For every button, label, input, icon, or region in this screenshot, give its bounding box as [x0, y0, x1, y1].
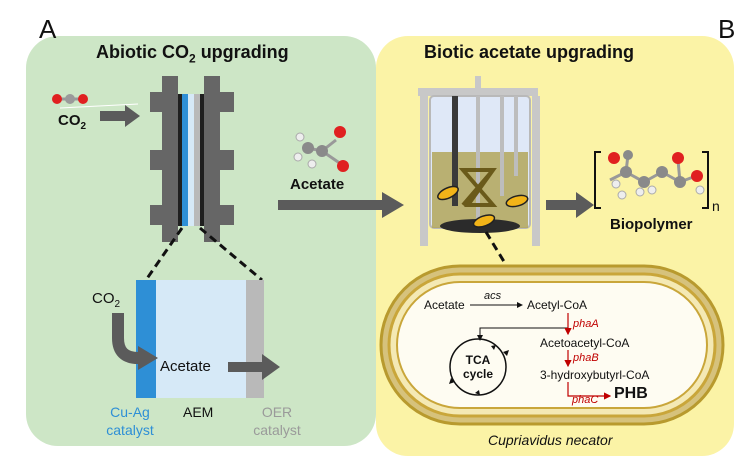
panel-a-letter: A [39, 14, 57, 44]
biopolymer-label: Biopolymer [610, 216, 693, 233]
panel-a-title-prefix: Abiotic CO [96, 42, 189, 62]
panel-b-letter: B [718, 14, 736, 44]
pathway-hydroxybutyryl-coa: 3-hydroxybutyrl-CoA [540, 368, 650, 382]
bioreactor-icon [418, 76, 540, 246]
pathway-acetoacetyl-coa: Acetoacetyl-CoA [540, 336, 630, 350]
panel-a-title-sub: 2 [189, 51, 196, 66]
enzyme-phaB: phaB [573, 352, 599, 364]
pathway-acetyl-coa: Acetyl-CoA [527, 298, 588, 312]
membrane-layer [156, 280, 246, 398]
inset-co2-sub: 2 [114, 299, 121, 310]
cathode-label-line2: catalyst [106, 422, 154, 438]
electrolyzer-icon [150, 76, 234, 242]
membrane-label: AEM [183, 404, 214, 420]
tca-cycle-icon [449, 338, 507, 396]
repeat-subscript: n [712, 198, 720, 214]
cathode-label-line1: Cu-Ag [110, 404, 150, 420]
co2-label-prefix: CO [58, 112, 81, 129]
enzyme-phaC: phaC [572, 394, 599, 406]
inset-acetate-arrow [228, 354, 280, 380]
biopolymer-molecule-icon [594, 150, 709, 209]
anode-label-line1: OER [261, 404, 293, 420]
panel-a-title-suffix: upgrading [195, 42, 289, 62]
acetate-molecule-icon [293, 126, 349, 172]
anode-layer [246, 280, 264, 398]
cathode-label: Cu-Ag catalyst [96, 403, 164, 439]
pathway-product-phb: PHB [614, 385, 648, 402]
organism-label: Cupriavidus necator [488, 432, 613, 448]
tca-label: TCA cycle [455, 353, 501, 381]
inset-co2-arrow [112, 313, 142, 364]
panel-a-title: Abiotic CO2 upgrading [96, 42, 289, 66]
enzyme-acs: acs [484, 290, 502, 302]
cathode-layer [136, 280, 156, 398]
acetate-label: Acetate [290, 176, 345, 193]
co2-feed-arrow [100, 105, 140, 127]
bacterial-cell-inner [396, 281, 708, 409]
inset-co2-label: CO2 [92, 290, 120, 310]
panel-b-title: Biotic acetate upgrading [424, 42, 635, 62]
co2-label-sub: 2 [80, 121, 87, 132]
pathway-acetate: Acetate [424, 298, 465, 312]
co2-label: CO2 [58, 112, 86, 132]
tca-label-line1: TCA [465, 353, 491, 367]
biopolymer-output-arrow [546, 192, 594, 218]
enzyme-phaA: phaA [573, 318, 599, 330]
anode-label: OER catalyst [244, 403, 310, 439]
co2-molecule-icon [52, 94, 88, 104]
anode-label-line2: catalyst [253, 422, 301, 438]
inset-co2-prefix: CO [92, 290, 115, 307]
acetate-transfer-arrow [278, 192, 404, 218]
tca-label-line2: cycle [462, 367, 494, 381]
inset-product-label: Acetate [160, 358, 211, 375]
